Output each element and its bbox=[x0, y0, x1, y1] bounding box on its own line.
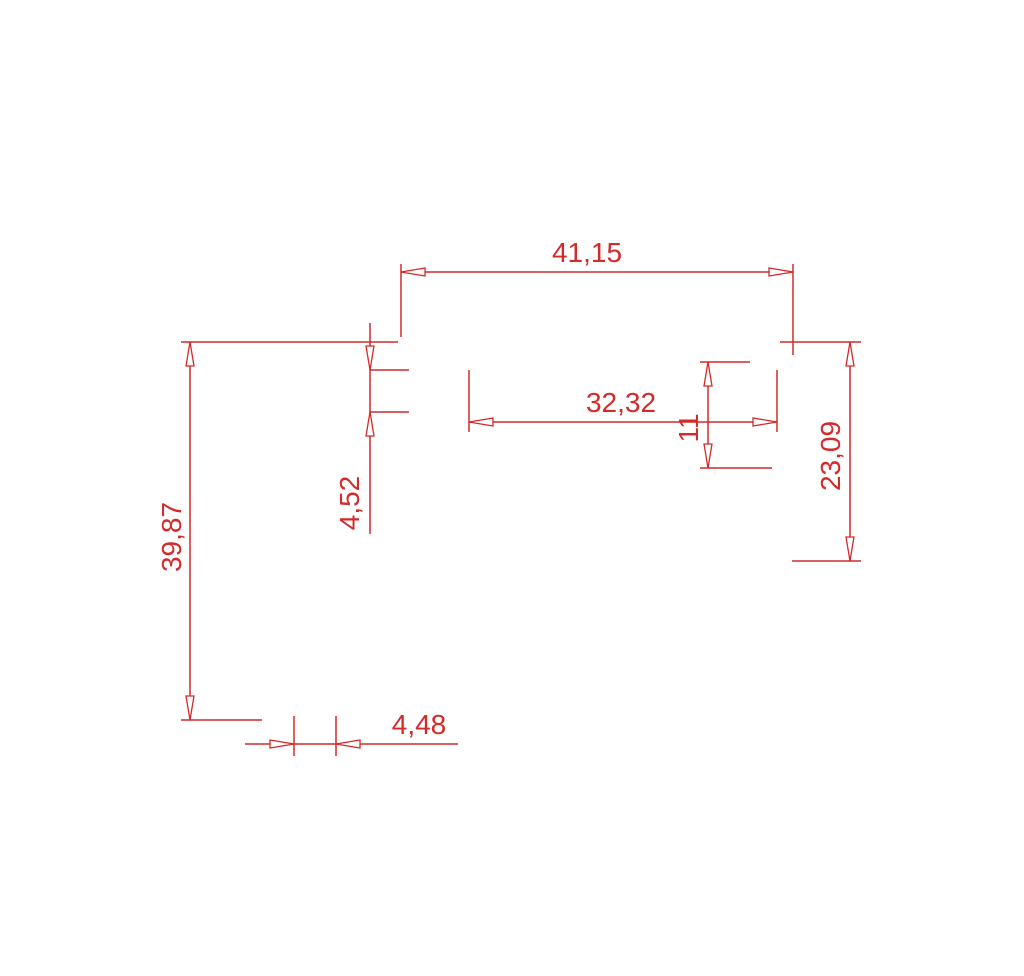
dimension-4-52: 4,52 bbox=[334, 323, 409, 534]
arrowhead bbox=[703, 361, 713, 387]
arrowhead bbox=[752, 417, 778, 427]
dimension-label: 32,32 bbox=[586, 387, 656, 418]
arrowhead bbox=[703, 443, 713, 469]
arrowhead bbox=[335, 739, 361, 749]
arrowhead bbox=[845, 536, 855, 562]
dimension-11: 11 bbox=[673, 361, 772, 469]
arrowhead bbox=[365, 345, 375, 371]
dimension-4-48: 4,48 bbox=[245, 709, 458, 756]
dimension-32-32: 32,32 bbox=[468, 370, 778, 432]
dimension-label: 39,87 bbox=[156, 502, 187, 572]
dimension-41-15: 41,15 bbox=[400, 237, 794, 355]
dimension-label: 41,15 bbox=[552, 237, 622, 268]
dimension-label: 4,48 bbox=[392, 709, 447, 740]
dimension-label: 11 bbox=[673, 413, 704, 442]
dimension-label: 4,52 bbox=[334, 476, 365, 531]
arrowhead bbox=[365, 411, 375, 437]
arrowhead bbox=[400, 267, 426, 277]
arrowhead bbox=[269, 739, 295, 749]
arrowhead bbox=[468, 417, 494, 427]
dimension-23-09: 23,09 bbox=[780, 341, 861, 562]
arrowhead bbox=[185, 695, 195, 721]
arrowhead bbox=[185, 341, 195, 367]
dimension-label: 23,09 bbox=[815, 421, 846, 491]
arrowhead bbox=[845, 341, 855, 367]
arrowhead bbox=[768, 267, 794, 277]
dimension-39-87: 39,87 bbox=[156, 341, 398, 721]
